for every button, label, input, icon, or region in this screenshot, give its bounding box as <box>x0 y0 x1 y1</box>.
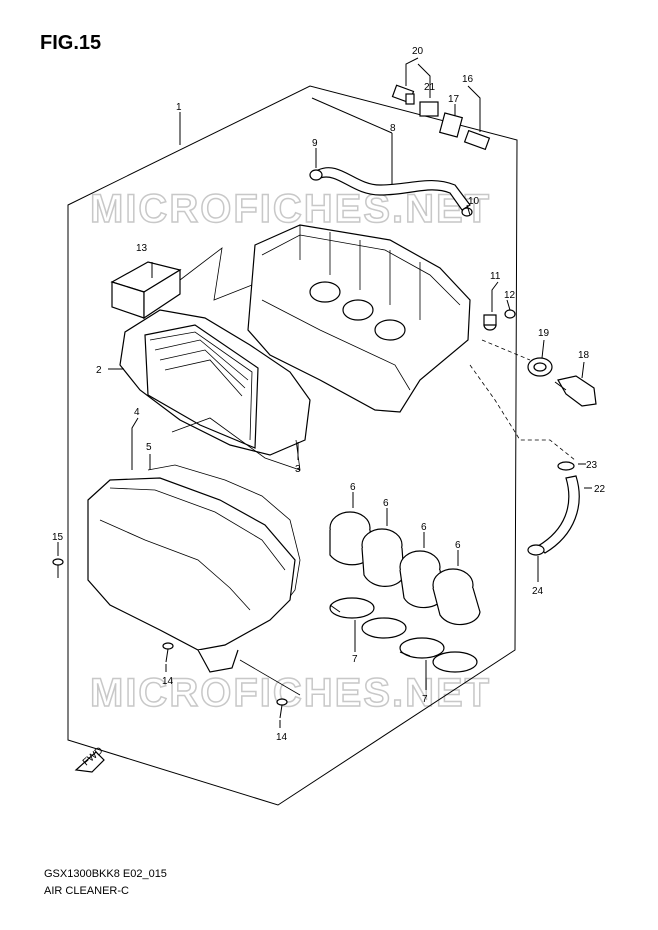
callout-21: 21 <box>424 82 436 93</box>
part-23-clamp[interactable] <box>557 461 575 471</box>
callout-8: 8 <box>390 123 396 134</box>
callout-19: 19 <box>538 328 550 339</box>
part-16-sensor[interactable] <box>463 129 491 151</box>
part-8-breather-hose[interactable] <box>309 167 473 217</box>
part-11-pipe[interactable] <box>483 314 497 331</box>
part-14-screw-lower[interactable] <box>276 698 288 719</box>
part-19-grommet[interactable] <box>527 357 553 377</box>
callout-5: 5 <box>146 442 152 453</box>
part-24-clamp[interactable] <box>527 544 545 556</box>
callout-18: 18 <box>578 350 590 361</box>
figure-footer: GSX1300BKK8 E02_015 AIR CLEANER-C <box>44 866 167 900</box>
part-6-funnel-1[interactable] <box>329 511 373 566</box>
callout-13: 13 <box>136 243 148 254</box>
part-20-sensor[interactable] <box>391 84 415 105</box>
part-14-screw-upper[interactable] <box>162 642 174 663</box>
callout-14b: 14 <box>276 732 288 743</box>
callout-1: 1 <box>176 102 182 113</box>
part-6-funnel-3[interactable] <box>399 550 445 609</box>
part-13-filter-element[interactable] <box>110 261 182 320</box>
callout-23: 23 <box>586 460 598 471</box>
callout-6c: 6 <box>421 522 427 533</box>
callout-6b: 6 <box>383 498 389 509</box>
figure-title: FIG.15 <box>40 32 102 54</box>
model-code: GSX1300BKK8 E02_015 <box>44 868 167 880</box>
part-7-clamp-2[interactable] <box>399 637 478 673</box>
part-18-valve[interactable] <box>554 375 597 407</box>
fwd-arrow-icon: FWD <box>74 745 105 773</box>
part-22-hose[interactable] <box>537 475 580 554</box>
callout-22: 22 <box>594 484 606 495</box>
callout-10: 10 <box>468 196 480 207</box>
part-2-air-filter[interactable] <box>119 309 311 456</box>
callout-7a: 7 <box>352 654 358 665</box>
callout-2: 2 <box>96 365 102 376</box>
part-12-clip[interactable] <box>504 309 516 319</box>
part-7-clamp-1[interactable] <box>329 597 407 639</box>
callout-9: 9 <box>312 138 318 149</box>
part-6-funnel-4[interactable] <box>432 568 481 625</box>
part-6-funnel-2[interactable] <box>361 528 405 587</box>
callout-4: 4 <box>134 407 140 418</box>
part-15-bolt[interactable] <box>52 558 64 578</box>
callout-16: 16 <box>462 74 474 85</box>
assembly-frame <box>67 85 518 806</box>
section-name: AIR CLEANER-C <box>44 885 129 897</box>
callout-7b: 7 <box>422 694 428 705</box>
callout-labels: 1 2 3 4 5 6 6 6 6 7 7 8 9 10 11 12 13 14… <box>52 46 606 743</box>
callout-24: 24 <box>532 586 544 597</box>
callout-17: 17 <box>448 94 460 105</box>
watermark-top: MICROFICHES.NET <box>90 187 491 231</box>
watermark-bottom: MICROFICHES.NET <box>90 671 491 715</box>
callout-11: 11 <box>490 271 501 282</box>
part-4-lower-case[interactable] <box>87 477 296 673</box>
callout-15: 15 <box>52 532 64 543</box>
callout-6d: 6 <box>455 540 461 551</box>
part-17-clamp[interactable] <box>438 112 464 138</box>
callout-3: 3 <box>295 464 301 475</box>
callout-20: 20 <box>412 46 424 57</box>
callout-12: 12 <box>504 290 516 301</box>
part-8-upper-case[interactable] <box>247 224 471 413</box>
part-21-connector[interactable] <box>419 101 439 117</box>
callout-14a: 14 <box>162 676 174 687</box>
callout-6a: 6 <box>350 482 356 493</box>
